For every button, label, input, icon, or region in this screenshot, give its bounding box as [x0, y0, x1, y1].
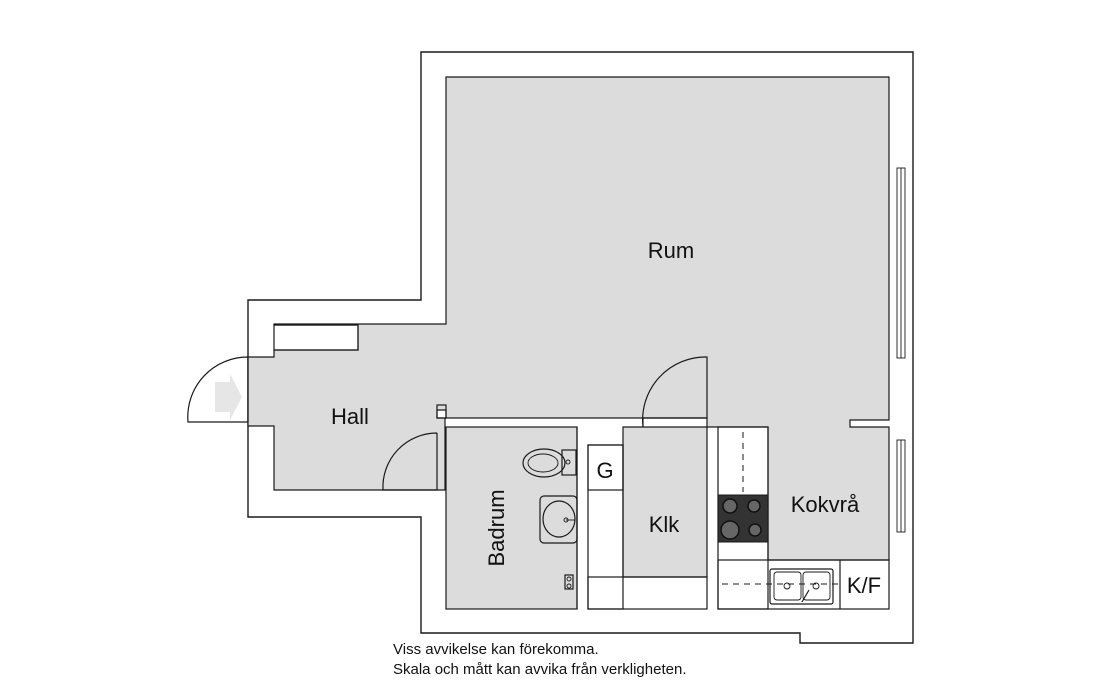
badrum-door	[382, 432, 438, 491]
shower-icon	[564, 574, 574, 590]
room-label-badrum: Badrum	[484, 489, 509, 566]
floor-klk	[622, 426, 708, 578]
windows	[896, 167, 906, 533]
floor-badrum	[445, 426, 578, 610]
room-label-hall: Hall	[331, 404, 369, 429]
floor-areas	[247, 76, 890, 610]
room-label-rum: Rum	[648, 238, 694, 263]
entrance-arrow-icon	[215, 374, 242, 420]
fixture-label-garderob: G	[596, 458, 613, 483]
toilet-icon	[522, 448, 577, 478]
entrance-door	[187, 356, 249, 423]
stove-icon	[717, 494, 769, 543]
kitchen-sink-icon	[769, 568, 834, 605]
disclaimer-line-2: Skala och mått kan avvika från verklighe…	[393, 661, 686, 678]
doors	[187, 356, 708, 491]
fixture-label-kyl-frys: K/F	[847, 573, 881, 598]
klk-door	[642, 356, 708, 428]
washbasin-icon	[539, 495, 578, 544]
room-label-kokvra: Kokvrå	[791, 492, 860, 517]
room-label-klk: Klk	[649, 512, 681, 537]
disclaimer-line-1: Viss avvikelse kan förekomma.	[393, 641, 599, 658]
